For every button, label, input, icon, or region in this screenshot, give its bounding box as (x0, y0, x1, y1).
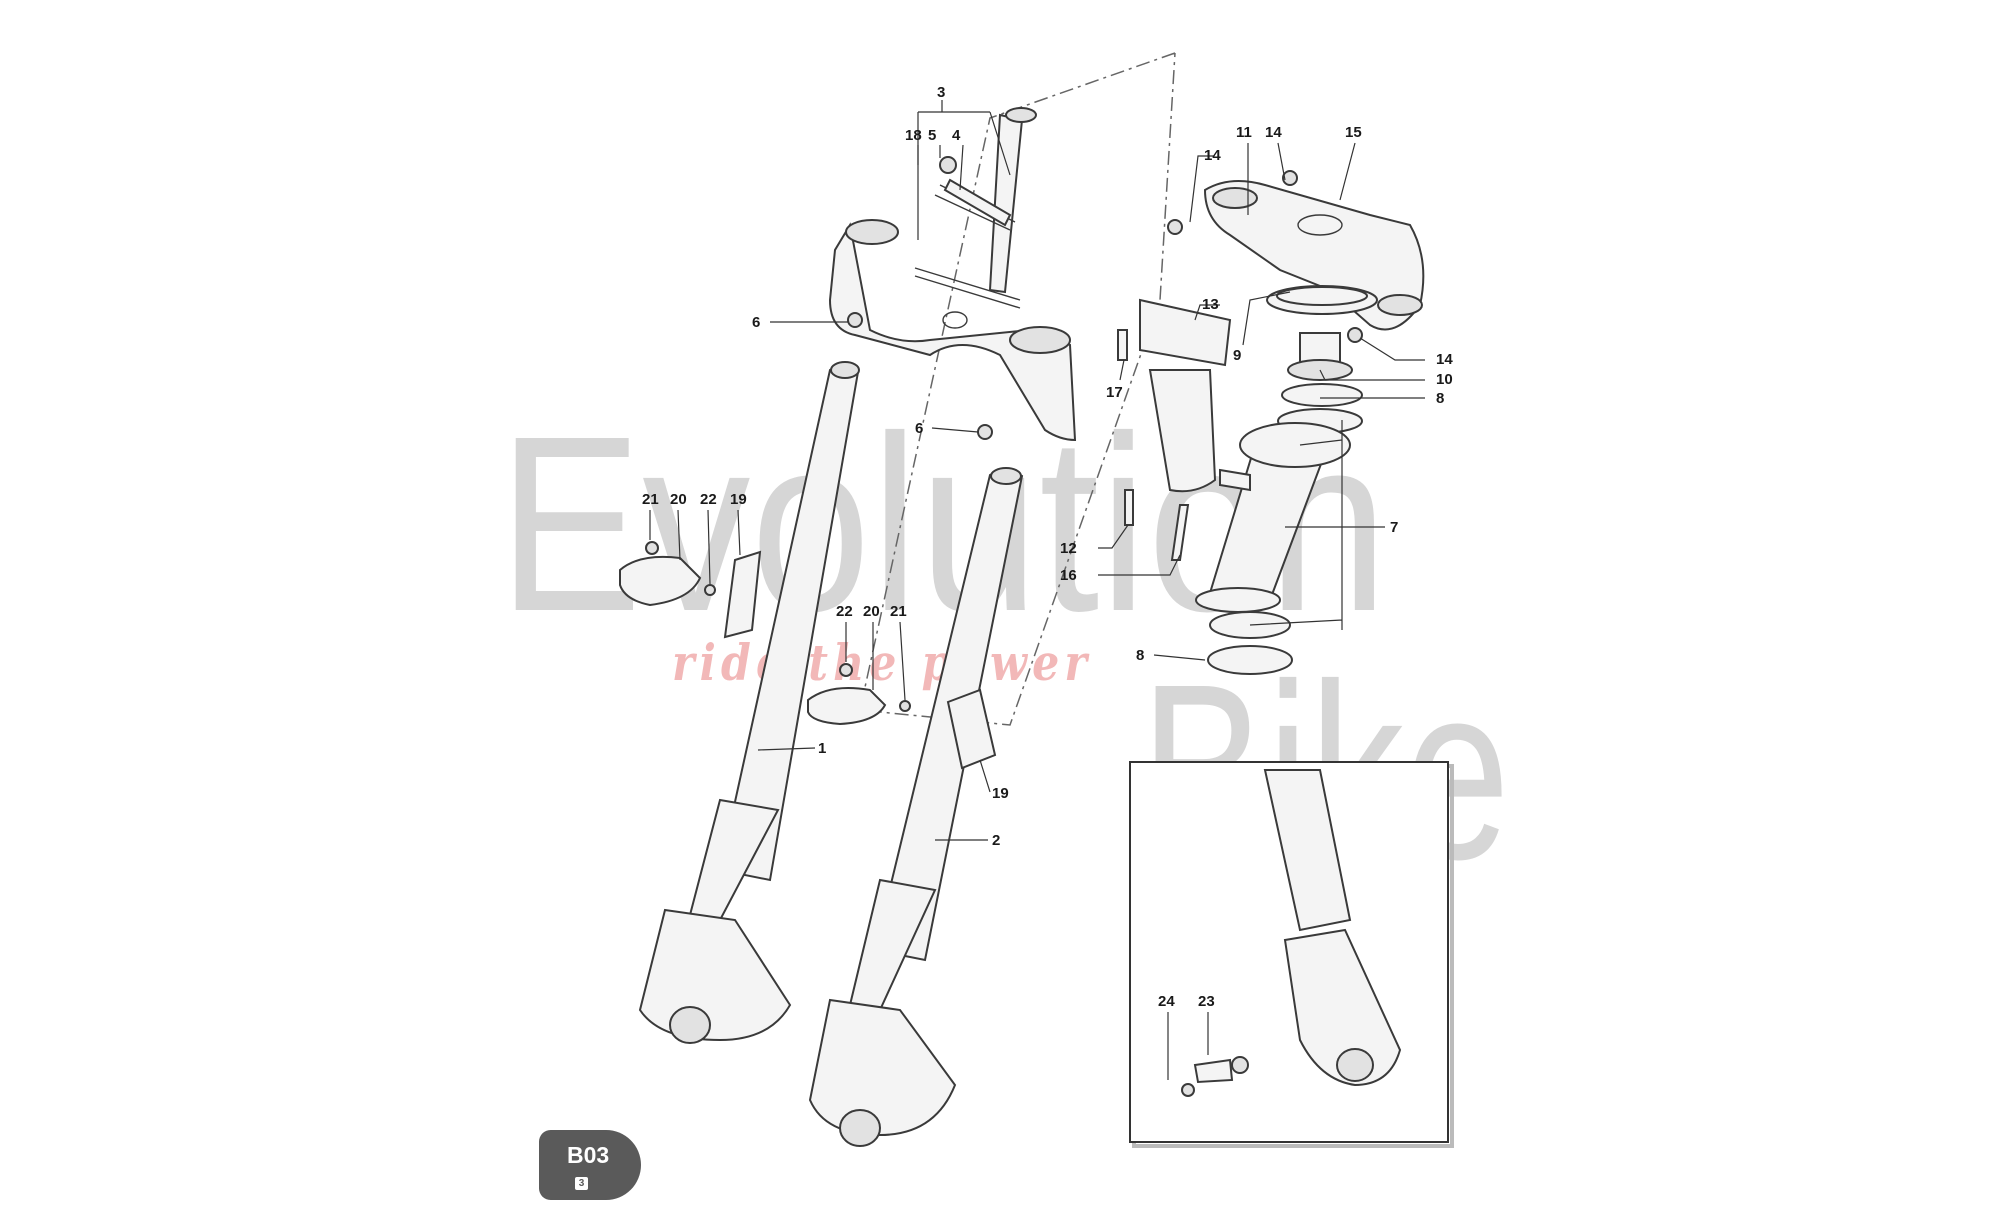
label-6: 6 (752, 314, 760, 331)
watermark-tagline: ride the power (672, 633, 1092, 692)
label-12: 12 (1060, 540, 1077, 557)
label-19: 19 (992, 785, 1009, 802)
steering-damper (1117, 298, 1251, 561)
bolts (847, 156, 1012, 440)
label-10: 10 (1436, 371, 1453, 388)
label-21: 21 (890, 603, 907, 620)
label-16: 16 (1060, 567, 1077, 584)
label-9: 9 (1233, 347, 1241, 364)
fork-leg-left (638, 361, 860, 1044)
label-24: 24 (1158, 993, 1175, 1010)
callout-labels: 3 18 5 4 6 6 11 14 15 14 13 9 14 10 8 17… (642, 84, 1453, 1010)
label-5: 5 (928, 127, 936, 144)
lower-triple-clamp (828, 107, 1077, 442)
label-14: 14 (1436, 351, 1453, 368)
label-14: 14 (1204, 147, 1221, 164)
label-11: 11 (1236, 124, 1252, 141)
label-8: 8 (1436, 390, 1444, 407)
sheet-code: B03 (567, 1142, 610, 1168)
fork-guard-left (723, 550, 762, 639)
label-4: 4 (952, 127, 961, 144)
label-6: 6 (915, 420, 923, 437)
label-22: 22 (700, 491, 717, 508)
brake-hose-clamp-middle (807, 663, 911, 726)
brake-hose-clamp-left (619, 541, 716, 607)
label-2: 2 (992, 832, 1000, 849)
label-19: 19 (730, 491, 747, 508)
label-21: 21 (642, 491, 659, 508)
label-3: 3 (937, 84, 945, 101)
label-14: 14 (1265, 124, 1282, 141)
sheet-badge: B03 3 (539, 1130, 641, 1200)
sheet-revision: 3 (575, 1177, 588, 1190)
label-15: 15 (1345, 124, 1362, 141)
label-22: 22 (836, 603, 853, 620)
label-1: 1 (818, 740, 826, 757)
label-7: 7 (1390, 519, 1398, 536)
label-17: 17 (1106, 384, 1123, 401)
label-13: 13 (1202, 296, 1219, 313)
label-23: 23 (1198, 993, 1215, 1010)
label-18: 18 (905, 127, 922, 144)
label-20: 20 (670, 491, 687, 508)
label-8: 8 (1136, 647, 1144, 664)
leader-lines (649, 100, 1425, 1080)
fork-leg-right (808, 467, 1024, 1147)
label-20: 20 (863, 603, 880, 620)
inset-detail (1129, 761, 1454, 1148)
